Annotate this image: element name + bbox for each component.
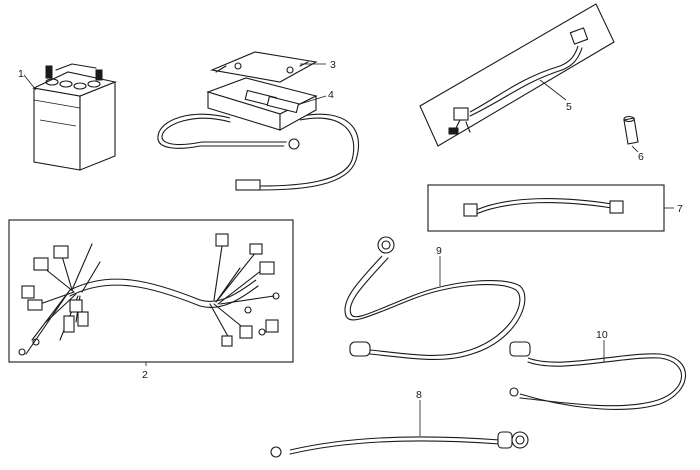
battery-part	[32, 63, 117, 171]
callout-2-label: 2	[142, 369, 148, 381]
ground-cable-part	[270, 431, 529, 458]
sub-harness-part	[419, 3, 615, 147]
callout-4: 4	[299, 89, 334, 105]
callout-10: 10	[596, 329, 608, 362]
callout-1-label: 1	[18, 68, 24, 80]
battery-cable-negative-part	[509, 341, 686, 410]
callout-6-label: 6	[638, 151, 644, 163]
callout-10-label: 10	[596, 329, 608, 341]
main-harness-part	[8, 219, 294, 363]
callout-9: 9	[436, 245, 442, 286]
callout-3-label: 3	[330, 59, 336, 71]
callout-5: 5	[539, 79, 572, 113]
callout-9-label: 9	[436, 245, 442, 257]
fuse-box-part	[157, 51, 360, 191]
cap-part	[623, 115, 639, 145]
callout-2: 2	[142, 362, 148, 381]
callout-7-label: 7	[677, 203, 683, 215]
battery-cable-positive-part	[344, 236, 526, 360]
callout-6: 6	[631, 145, 644, 163]
callout-3: 3	[300, 59, 336, 71]
callout-1: 1	[18, 68, 37, 91]
callout-8-label: 8	[416, 389, 422, 401]
lead-wire-part	[427, 184, 665, 232]
callout-7: 7	[664, 203, 683, 215]
callout-4-label: 4	[328, 89, 334, 101]
callout-5-label: 5	[566, 101, 572, 113]
callout-8: 8	[416, 389, 422, 436]
